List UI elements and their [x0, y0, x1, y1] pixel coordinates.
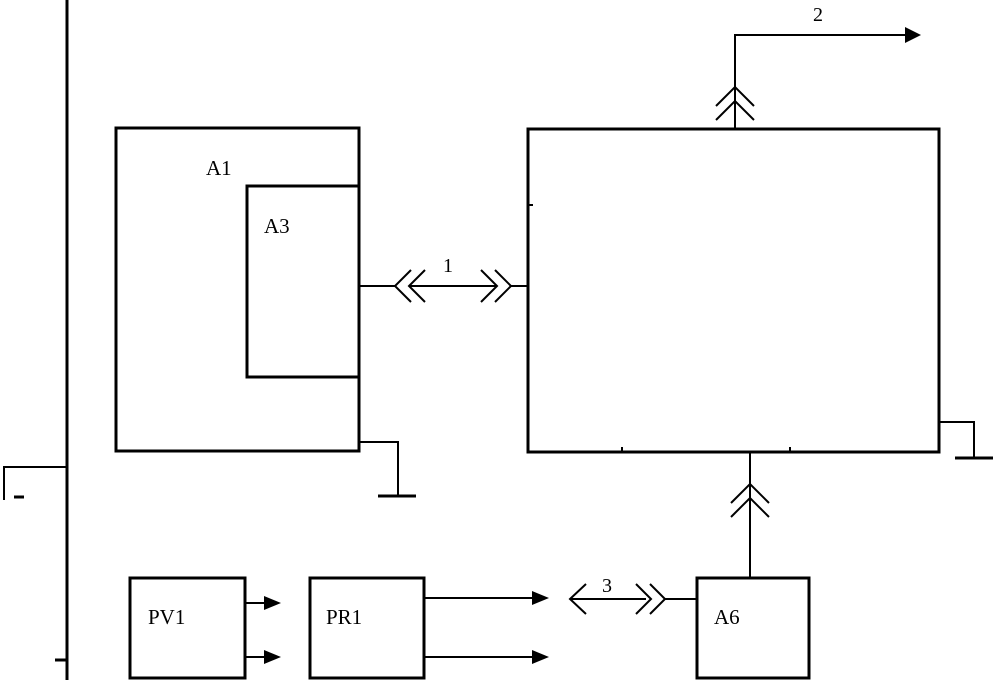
link-2-label: 2 [813, 4, 823, 26]
link-1-connector [359, 269, 528, 303]
block-a3-label: A3 [264, 214, 290, 238]
left-bus [3, 0, 69, 680]
block-a1 [114, 126, 361, 453]
block-a6-label: A6 [714, 605, 740, 629]
ground-symbol-a1 [359, 441, 416, 498]
pr1-outputs [424, 591, 549, 664]
block-pr1 [308, 576, 426, 680]
block-pr1-label: PR1 [326, 605, 362, 629]
block-a1-label: A1 [206, 156, 232, 180]
link-2-connector [715, 27, 921, 129]
block-a6 [695, 576, 811, 680]
pv1-outputs [245, 596, 281, 664]
block-pv1 [128, 576, 247, 680]
link-3-connector [568, 583, 697, 615]
ground-symbol-main [939, 421, 993, 460]
main-block-ticks [528, 204, 791, 452]
link-2-arrowhead [905, 27, 921, 43]
a6-to-main-connector [730, 452, 770, 578]
main-block [526, 127, 941, 454]
block-a3 [245, 184, 359, 379]
link-1-label: 1 [443, 255, 453, 277]
block-pv1-label: PV1 [148, 605, 185, 629]
link-3-label: 3 [602, 575, 612, 597]
